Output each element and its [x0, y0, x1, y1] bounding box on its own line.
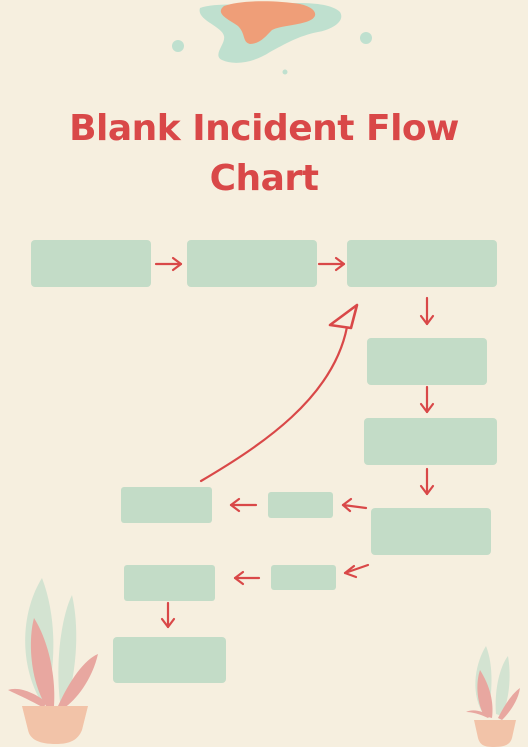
flow-box-3	[347, 240, 497, 287]
flow-box-7	[268, 492, 333, 518]
flow-box-1	[31, 240, 151, 287]
page-title: Blank Incident Flow Chart	[0, 104, 528, 204]
flow-box-8	[121, 487, 212, 523]
flow-box-2	[187, 240, 317, 287]
arrow-box1-to-box2	[154, 256, 183, 272]
title-line-2: Chart	[209, 158, 319, 199]
flow-box-11	[113, 637, 226, 683]
arrow-box6-to-box9	[343, 563, 370, 579]
plant-left-decoration	[8, 578, 98, 744]
flow-box-10	[124, 565, 215, 601]
flow-box-9	[271, 565, 336, 590]
arrow-box6-to-box7	[341, 497, 368, 513]
arrow-box10-to-box11	[160, 601, 176, 629]
top-blob-decoration	[172, 1, 372, 75]
plant-right-decoration	[466, 646, 520, 747]
curved-arrow-box8-to-box3	[199, 303, 359, 483]
title-line-1: Blank Incident Flow	[69, 108, 459, 149]
arrow-box9-to-box10	[233, 570, 261, 586]
flow-box-4	[367, 338, 487, 385]
arrow-box4-to-box5	[419, 385, 435, 414]
arrow-box5-to-box6	[419, 467, 435, 496]
arrow-box3-to-box4	[419, 296, 435, 326]
flow-box-6	[371, 508, 491, 555]
flow-box-5	[364, 418, 497, 465]
arrow-box7-to-box8	[229, 497, 258, 513]
arrow-box2-to-box3	[317, 256, 346, 272]
